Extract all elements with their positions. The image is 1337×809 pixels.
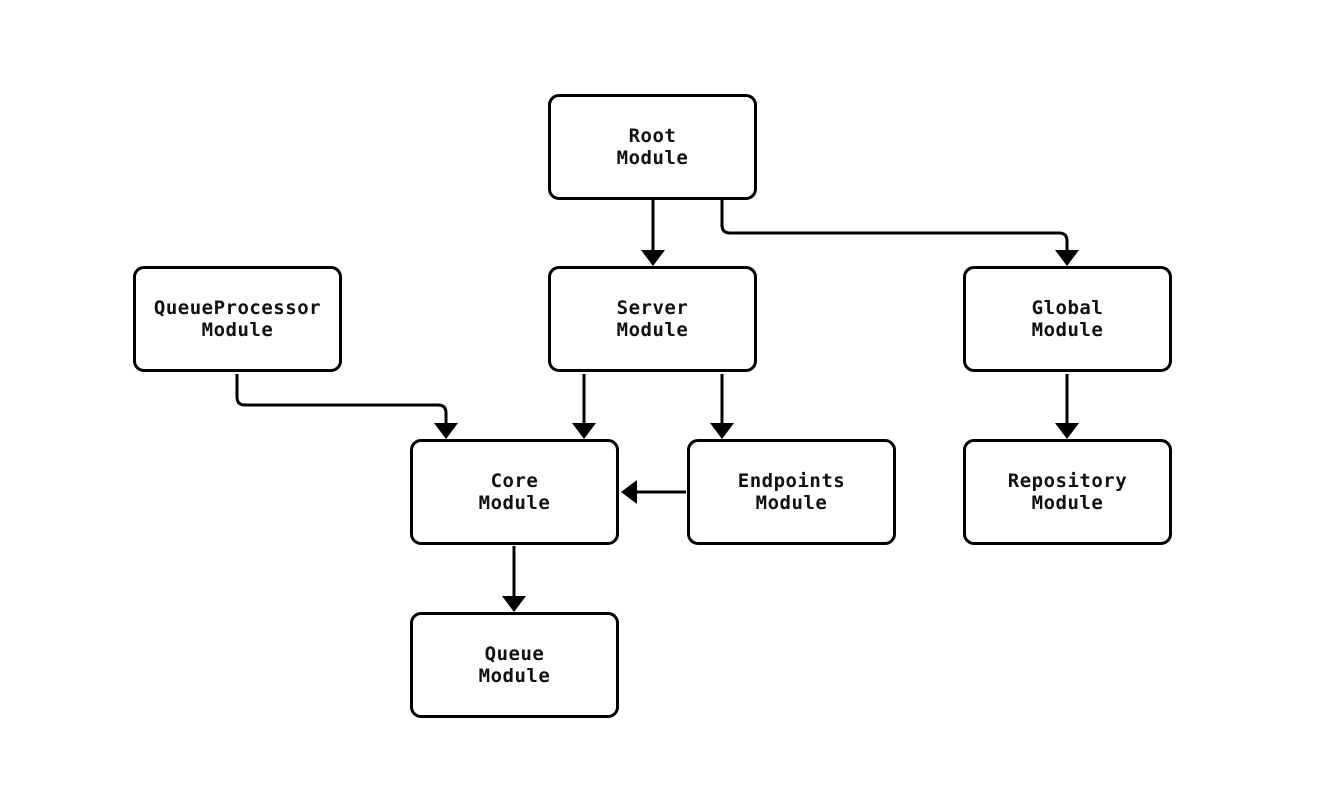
edge-server-endpoints	[710, 374, 734, 439]
node-queue-module: Queue Module	[410, 612, 619, 718]
edge-endpoints-core	[621, 480, 686, 504]
node-core-module: Core Module	[410, 439, 619, 545]
edge-server-core	[572, 374, 596, 439]
node-repository-module: Repository Module	[963, 439, 1172, 545]
node-server-module: Server Module	[548, 266, 757, 372]
arrowhead-icon	[621, 480, 637, 504]
node-root-module: Root Module	[548, 94, 757, 200]
arrowhead-icon	[1055, 250, 1079, 266]
arrowhead-icon	[502, 596, 526, 612]
edge-queueprocessor-core	[235, 374, 458, 439]
edge-core-queue	[502, 546, 526, 612]
arrowhead-icon	[572, 423, 596, 439]
arrowhead-icon	[434, 423, 458, 439]
edge-root-server	[641, 199, 665, 266]
arrowhead-icon	[710, 423, 734, 439]
node-global-module: Global Module	[963, 266, 1172, 372]
edge-root-global	[720, 199, 1079, 266]
arrowhead-icon	[641, 250, 665, 266]
node-queueprocessor-module: QueueProcessor Module	[133, 266, 342, 372]
arrowhead-icon	[1055, 423, 1079, 439]
edge-global-repository	[1055, 374, 1079, 439]
node-endpoints-module: Endpoints Module	[687, 439, 896, 545]
